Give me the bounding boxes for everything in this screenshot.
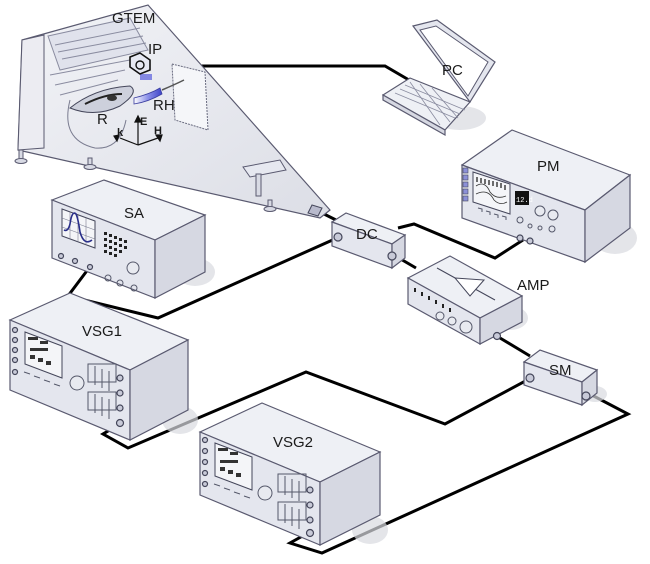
device-under-test: [69, 85, 134, 113]
vsg2-tuning-knob: [257, 485, 273, 501]
pm-display-readout: 12.d: [516, 197, 533, 205]
sm-port-2: [581, 391, 591, 401]
pm-power-meter[interactable]: 12.d PM: [460, 129, 637, 264]
vsg2-right-ports: [305, 486, 315, 538]
laptop-display: [419, 25, 489, 97]
amp-triangle-icon: [453, 277, 486, 297]
cable-dc-sa: [65, 236, 338, 320]
gtem-absorbers: [47, 17, 149, 96]
pm-side-buttons: [462, 167, 469, 202]
cable-sm-vsg2: [286, 390, 632, 555]
sa-tuning-knob: [126, 261, 140, 275]
amp-label: AMP: [517, 277, 550, 294]
pc-label: PC: [442, 62, 463, 79]
rh-probe: [133, 87, 163, 105]
vsg1-keypad: [23, 363, 117, 419]
vsg2-side: [319, 451, 381, 546]
laptop-base-front: [382, 93, 446, 137]
vsg2-left-ports: [201, 436, 209, 488]
gtem-door: [171, 63, 209, 131]
vsg2-signal-generator[interactable]: VSG2: [198, 402, 388, 546]
pm-knob-1: [534, 205, 546, 217]
vsg1-signal-generator[interactable]: VSG1: [8, 292, 198, 441]
vsg1-label: VSG1: [82, 323, 122, 340]
gtem-test-zone: [67, 99, 127, 149]
gtem-apex-clamp: [242, 159, 287, 178]
sa-label: SA: [124, 205, 144, 222]
pm-screen-ticks: [476, 177, 506, 190]
ip-sensor-icon: [135, 60, 145, 70]
amp-leds: [414, 288, 451, 312]
gtem-apex-post: [255, 173, 262, 197]
vsg2-keypad: [213, 473, 307, 529]
amp-knob-3: [459, 320, 473, 334]
pm-port-2: [526, 237, 534, 245]
sa-ports: [57, 252, 94, 271]
sm-signal-mixer[interactable]: SM: [522, 349, 607, 407]
pm-buttons: [477, 207, 556, 233]
axis-k-label: k: [117, 127, 124, 139]
gtem-apex-connector: [307, 204, 323, 217]
cables: [65, 64, 632, 555]
sm-port-1: [525, 373, 535, 383]
vsg1-side: [129, 339, 189, 441]
cable-ip-pc: [140, 64, 410, 82]
gtem-feet: [14, 149, 277, 212]
axis-e-label: E: [140, 116, 147, 128]
gtem-rear-face: [17, 34, 45, 151]
ip-label: IP: [148, 41, 162, 58]
vsg2-screen-detail: [218, 448, 241, 477]
pm-port-1: [516, 234, 524, 242]
sm-label: SM: [549, 362, 572, 379]
sa-spectrum-analyzer[interactable]: SA: [50, 179, 215, 299]
ip-probe-accent: [140, 74, 152, 80]
rh-probe-lead: [161, 79, 185, 91]
vsg2-screen: [214, 442, 253, 491]
vsg1-screen: [24, 331, 63, 379]
sa-trace: [63, 212, 93, 243]
dc-label: DC: [356, 226, 378, 243]
amp-knob-2: [447, 316, 457, 326]
amp-knob-1: [435, 311, 445, 321]
pm-digital-display: [515, 191, 529, 205]
cable-amp-sm: [499, 336, 531, 358]
sa-side: [154, 214, 206, 299]
axis-h-label: H: [154, 125, 162, 137]
r-label: R: [97, 111, 108, 128]
cable-sm-vsg1: [99, 370, 532, 450]
pm-screen-trace: [475, 183, 508, 204]
dc-port-in: [333, 232, 343, 242]
pm-side: [584, 173, 631, 264]
vsg1-right-ports: [115, 374, 125, 428]
laptop-keyboard: [394, 81, 466, 126]
vsg1-tuning-knob: [69, 375, 85, 391]
vsg1-left-ports: [11, 326, 19, 376]
gtem-cell[interactable]: GTEM IP RH R E k H: [14, 4, 331, 219]
gtem-label: GTEM: [112, 10, 155, 27]
pc-laptop[interactable]: PC: [381, 19, 496, 137]
dc-directional-coupler[interactable]: DC: [330, 212, 407, 270]
sa-bottom-knobs: [104, 274, 138, 292]
pm-label: PM: [537, 158, 560, 175]
pm-knob-2: [547, 209, 559, 221]
amp-side: [479, 295, 523, 345]
dc-port-out: [387, 251, 397, 261]
sa-keypad: [104, 232, 127, 257]
vsg1-screen-detail: [28, 337, 51, 365]
cable-dc-pm: [397, 222, 524, 260]
amp-amplifier[interactable]: AMP: [406, 255, 550, 346]
ip-probe[interactable]: [129, 52, 151, 75]
ip-hexagon-icon: [129, 52, 151, 75]
vsg2-label: VSG2: [273, 434, 313, 451]
amp-port-out: [492, 331, 502, 341]
rh-label: RH: [153, 97, 175, 114]
field-axes: [113, 114, 163, 146]
